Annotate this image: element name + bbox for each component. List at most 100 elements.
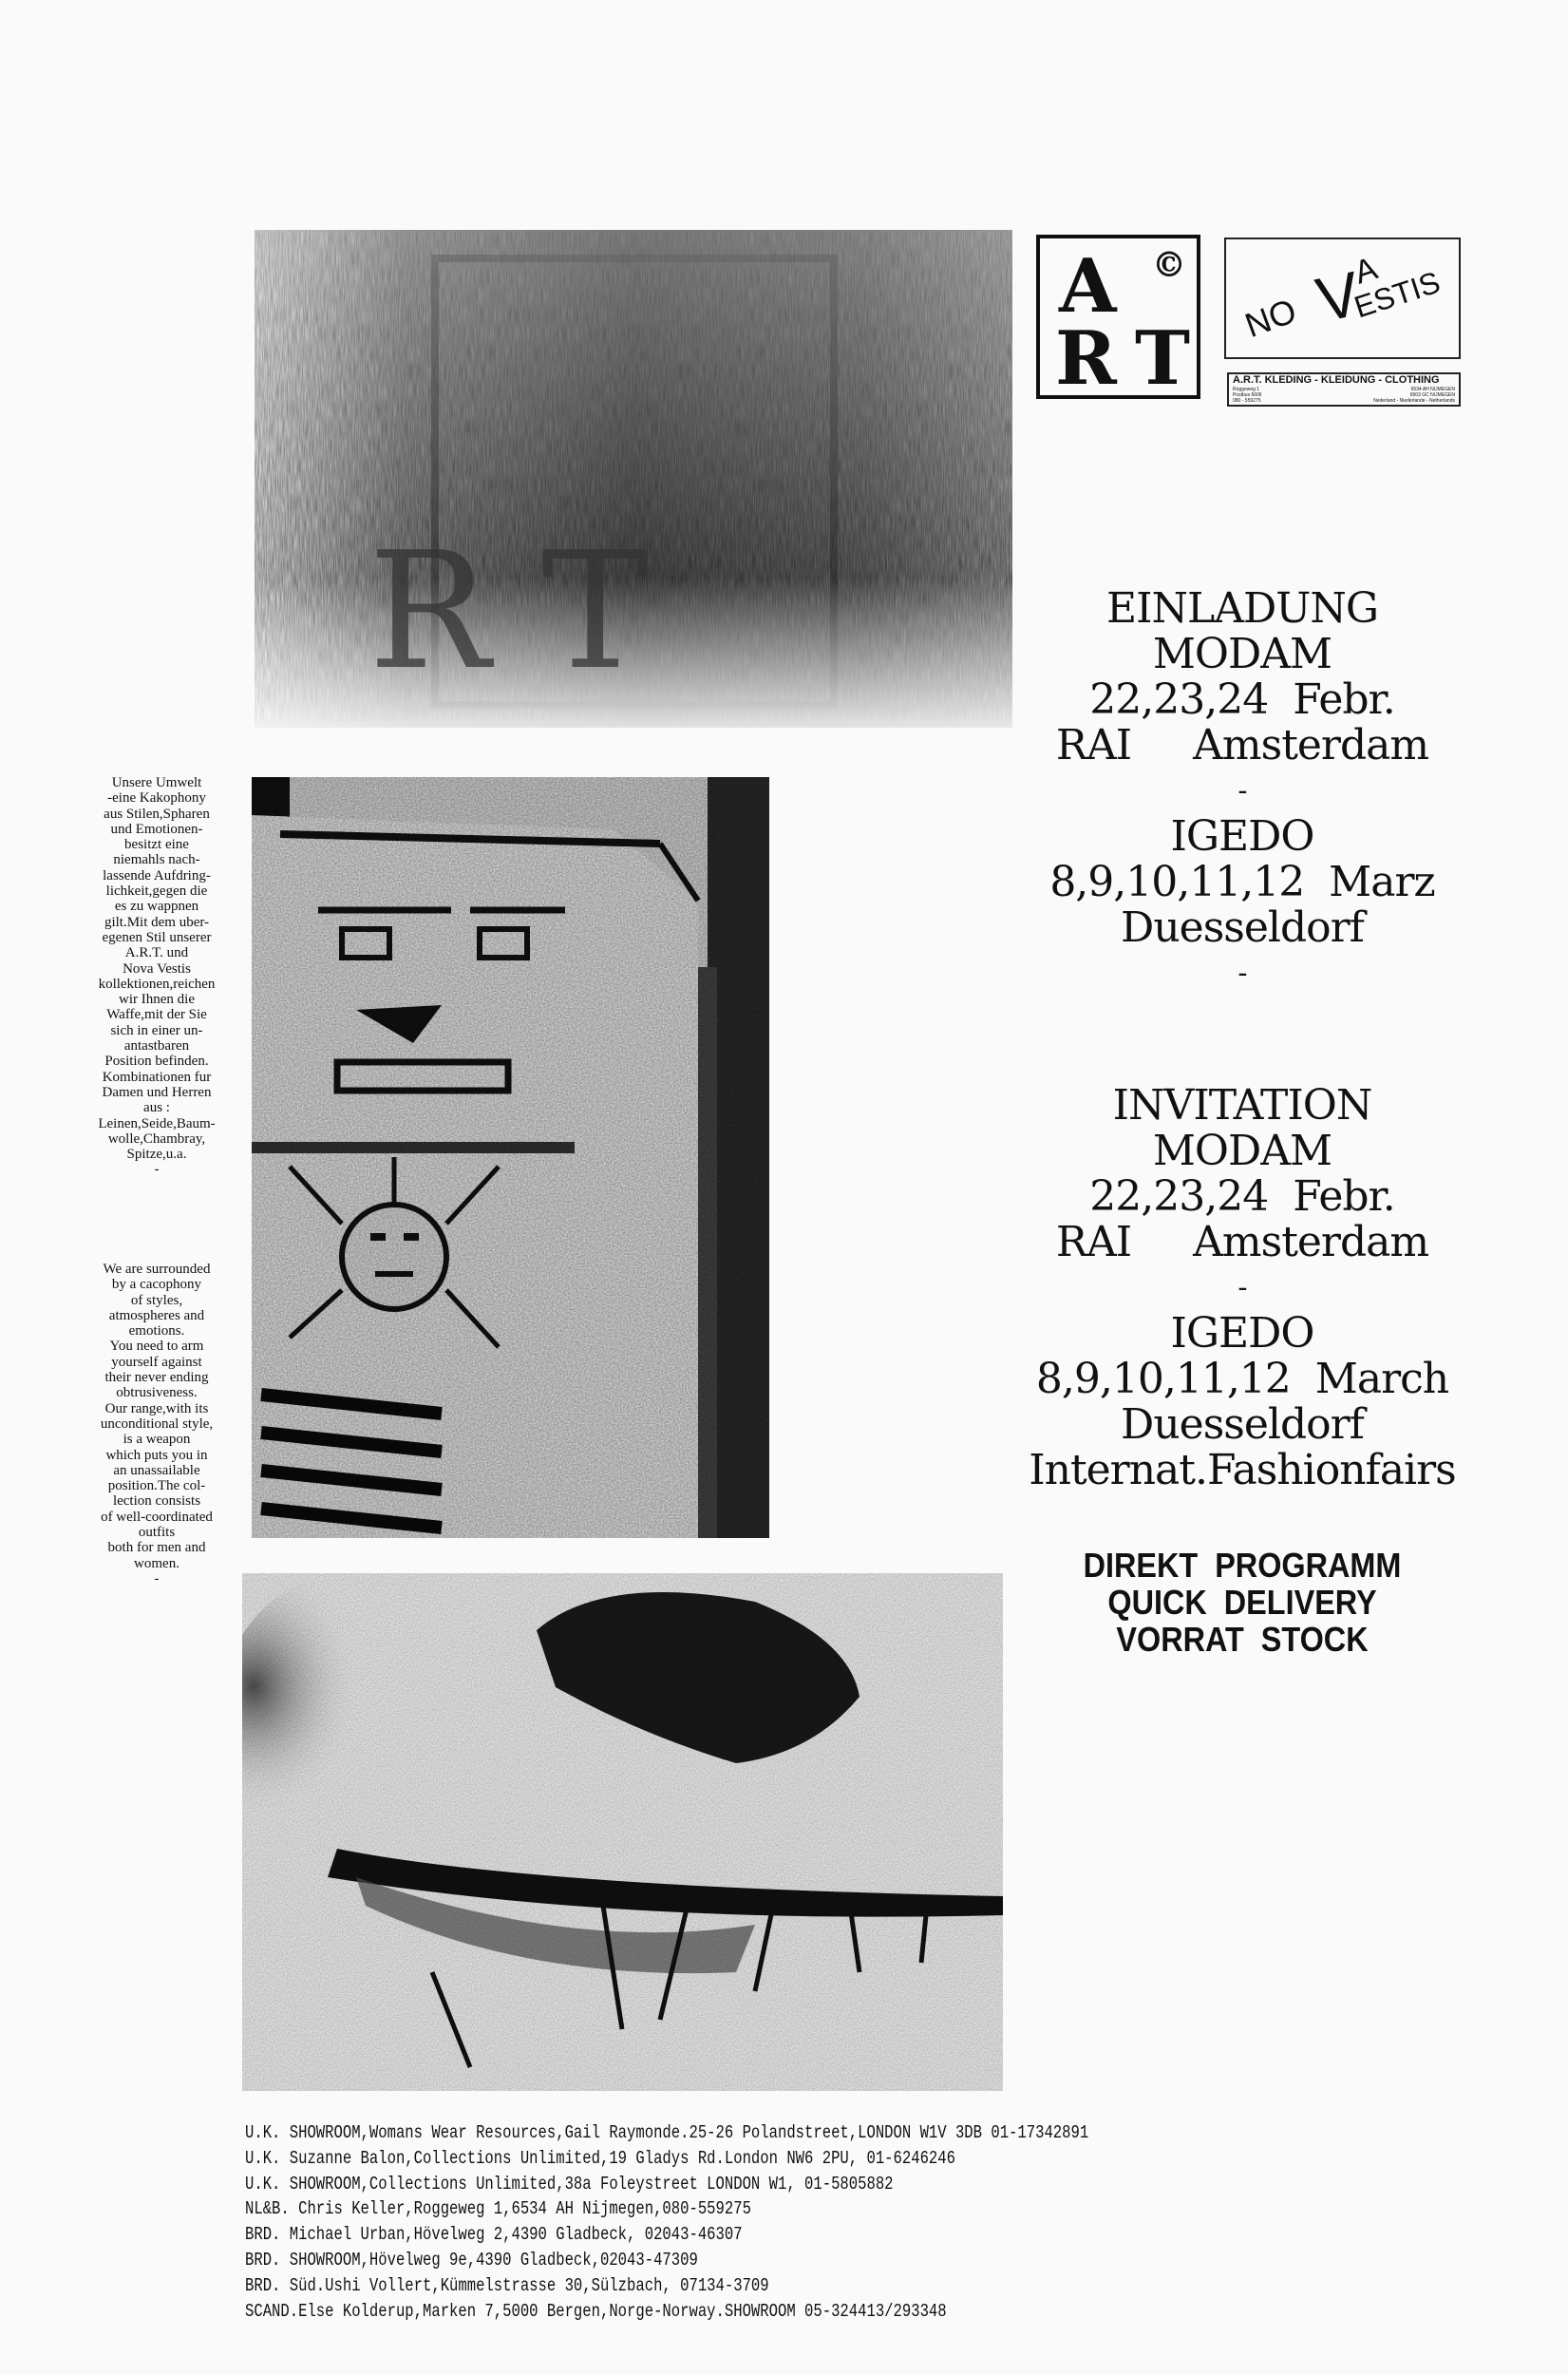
text-line: - [154, 1162, 160, 1178]
fair-dates: 22,23,24 Febr. [1089, 675, 1395, 724]
text-line: A.R.T. und [124, 945, 189, 961]
fair-city: Duesseldorf [1121, 1400, 1365, 1449]
english-invitation: INVITATION MODAM 22,23,24 Febr. RAI Amst… [1005, 1083, 1480, 1493]
contact-line: BRD. Süd.Ushi Vollert,Kümmelstrasse 30,S… [245, 2274, 769, 2296]
address-right-1: 6534 AH NIJMEGEN [1410, 387, 1455, 392]
text-line: Kombinationen fur [102, 1069, 212, 1085]
text-line: wir Ihnen die [119, 992, 195, 1008]
divider-dash: - [1237, 957, 1247, 990]
text-line: yourself against [111, 1354, 202, 1370]
text-line: lassende Aufdring- [103, 867, 211, 884]
photo-stone-art-letters: R T [255, 230, 1012, 728]
contact-line: SCAND.Else Kolderup,Marken 7,5000 Bergen… [245, 2300, 947, 2322]
fair-name: MODAM [1152, 1127, 1332, 1175]
text-line: und Emotionen- [110, 821, 203, 837]
fair-city: Duesseldorf [1121, 903, 1365, 952]
text-line: niemahls nach- [113, 852, 200, 868]
art-logo-letter-t: T [1135, 315, 1191, 402]
text-line: atmospheres and [108, 1307, 205, 1323]
text-line: aus Stilen,Spharen [104, 806, 210, 822]
text-line: Our range,with its [104, 1400, 209, 1416]
programme-list: DIREKT PROGRAMM QUICK DELIVERY VORRAT ST… [1029, 1547, 1456, 1658]
text-line: es zu wappnen [114, 899, 199, 915]
text-line: Unsere Umwelt [111, 775, 202, 790]
text-line: by a cacophony [111, 1277, 202, 1293]
contact-line: U.K. Suzanne Balon,Collections Unlimited… [245, 2147, 955, 2169]
fair-name: MODAM [1152, 630, 1332, 678]
copyright-mark-icon: © [1152, 245, 1186, 285]
text-line: obtrusiveness. [116, 1385, 198, 1401]
nova-logo-no: NO [1239, 291, 1302, 346]
text-line: their never ending [104, 1370, 209, 1386]
address-left-3: 080 - 559275 [1233, 398, 1261, 404]
carved-letters: R T [368, 518, 649, 706]
text-line: kollektionen,reichen [98, 976, 216, 992]
fair-dates: 8,9,10,11,12 Marz [1049, 858, 1435, 906]
text-line: gilt.Mit dem uber- [104, 914, 210, 930]
text-line: besitzt eine [124, 837, 189, 853]
nova-vestis-logo: NO V A ESTIS [1224, 238, 1461, 359]
text-line: is a weapon [123, 1432, 191, 1448]
text-line: Leinen,Seide,Baum- [98, 1115, 216, 1131]
photo-face-fragment [242, 1573, 1003, 2091]
text-line: lichkeit,gegen die [105, 884, 208, 900]
text-line: egenen Stil unserer [102, 929, 212, 945]
contact-line: BRD. SHOWROOM,Hövelweg 9e,4390 Gladbeck,… [245, 2249, 698, 2270]
text-line: an unassailable [113, 1462, 200, 1478]
art-logo-letter-a: A [1059, 243, 1117, 330]
text-line: wolle,Chambray, [107, 1130, 206, 1147]
fair-venue: RAI Amsterdam [1055, 721, 1429, 770]
text-line: - [154, 1570, 160, 1586]
text-line: emotions. [128, 1323, 185, 1340]
photo-carved-totem [252, 777, 769, 1538]
fair-dates: 8,9,10,11,12 March [1035, 1355, 1449, 1403]
text-line: sich in einer un- [110, 1022, 203, 1038]
text-line: Waffe,mit der Sie [106, 1007, 207, 1023]
text-line: lection consists [112, 1493, 201, 1510]
programme-line: DIREKT PROGRAMM [1083, 1546, 1402, 1585]
showroom-contacts: U.K. SHOWROOM,Womans Wear Resources,Gail… [245, 2120, 1088, 2324]
fair-dates: 22,23,24 Febr. [1089, 1172, 1395, 1221]
text-line: You need to arm [109, 1339, 204, 1355]
contact-line: BRD. Michael Urban,Hövelweg 2,4390 Gladb… [245, 2224, 743, 2246]
art-logo-letter-r: R [1055, 315, 1117, 402]
divider-dash: - [1237, 1271, 1247, 1304]
contact-line: NL&B. Chris Keller,Roggeweg 1,6534 AH Ni… [245, 2198, 751, 2220]
text-line: aus : [143, 1100, 170, 1116]
text-line: Spitze,u.a. [126, 1147, 187, 1163]
address-left-2: Postbus 6606 [1233, 392, 1262, 398]
text-line: which puts you in [105, 1447, 208, 1463]
text-line: antastbaren [123, 1038, 190, 1054]
fair-venue: RAI Amsterdam [1055, 1218, 1429, 1266]
address-right-3: Nederland - Niederlande - Netherlands [1373, 398, 1455, 404]
art-logo: A © R T [1036, 235, 1200, 399]
text-line: We are surrounded [103, 1262, 211, 1277]
text-line: Damen und Herren [102, 1084, 212, 1100]
text-line: -eine Kakophony [107, 790, 206, 807]
text-line: both for men and [107, 1540, 206, 1556]
divider-dash: - [1237, 774, 1247, 808]
text-line: women. [134, 1555, 179, 1571]
text-line: Nova Vestis [123, 960, 191, 977]
address-right-2: 6503 GC NIJMEGEN [1409, 392, 1455, 398]
clothing-strip-title: A.R.T. KLEDING - KLEIDUNG - CLOTHING [1233, 374, 1440, 386]
text-line: of well-coordinated [101, 1509, 213, 1525]
heading-einladung: EINLADUNG [1105, 584, 1379, 633]
text-line: unconditional style, [100, 1416, 214, 1432]
german-invitation: EINLADUNG MODAM 22,23,24 Febr. RAI Amste… [1005, 586, 1480, 997]
text-line: Position befinden. [104, 1054, 209, 1070]
text-line: of styles, [130, 1292, 183, 1308]
fair-subtitle: Internat.Fashionfairs [1029, 1446, 1457, 1494]
heading-invitation: INVITATION [1112, 1081, 1373, 1130]
programme-line: VORRAT STOCK [1116, 1620, 1369, 1659]
programme-line: QUICK DELIVERY [1107, 1583, 1377, 1622]
text-line: outfits [138, 1525, 176, 1541]
address-left-1: Roggeweg 1 [1233, 387, 1260, 392]
fair-name: IGEDO [1170, 812, 1315, 861]
contact-line: U.K. SHOWROOM,Womans Wear Resources,Gail… [245, 2122, 1089, 2143]
contact-line: U.K. SHOWROOM,Collections Unlimited,38a … [245, 2173, 894, 2194]
fair-name: IGEDO [1170, 1309, 1315, 1358]
text-line: position.The col- [107, 1478, 206, 1494]
